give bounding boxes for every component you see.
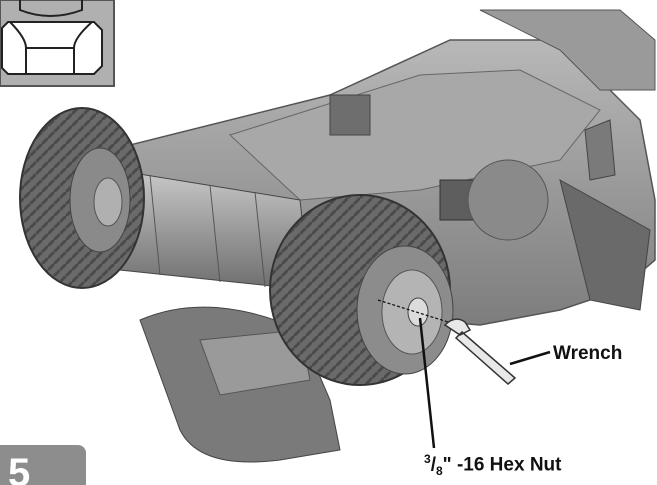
left-wheel (19, 107, 145, 289)
vehicle-body (108, 9, 656, 326)
rear-fender (139, 306, 341, 463)
right-wheel (269, 194, 454, 386)
hex-nut-icon (1, 0, 103, 75)
hex-nut-inset (0, 0, 115, 87)
nut-size-numerator: 3 (424, 452, 431, 466)
nut-size-denominator: 8 (435, 464, 443, 479)
nut-size-suffix: " -16 Hex Nut (442, 454, 562, 476)
hex-nut-label: 3/8" -16 Hex Nut (424, 452, 562, 479)
wrench-icon (443, 318, 517, 385)
step-number-badge: 5 (0, 445, 86, 485)
leader-lines (377, 299, 551, 449)
wrench-label: Wrench (553, 343, 623, 364)
